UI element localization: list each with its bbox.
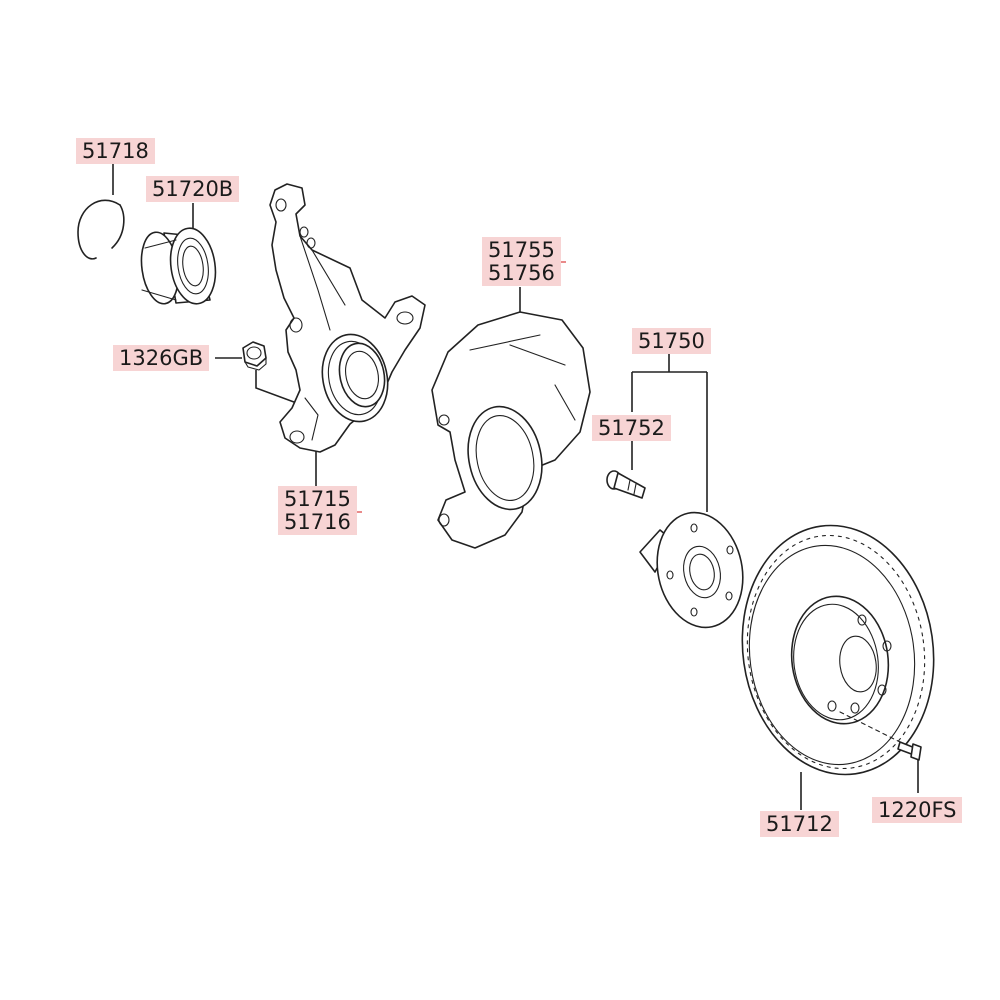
nut-part bbox=[242, 341, 267, 371]
wheel-hub-part bbox=[639, 511, 744, 629]
part-label-51715[interactable]: 51715 bbox=[278, 486, 357, 512]
part-label-51720b[interactable]: 51720B bbox=[146, 176, 240, 202]
part-label-51712[interactable]: 51712 bbox=[760, 811, 839, 837]
part-label-51756[interactable]: 51756 bbox=[482, 260, 561, 286]
dust-cover-part bbox=[431, 311, 591, 549]
part-label-1220fs[interactable]: 1220FS bbox=[872, 797, 963, 823]
disc-screw-part bbox=[897, 741, 922, 761]
hub-bolt-part bbox=[606, 470, 646, 499]
leader-lines bbox=[112, 163, 919, 810]
snap-ring-part bbox=[77, 199, 125, 260]
part-label-51752[interactable]: 51752 bbox=[592, 415, 671, 441]
wheel-bearing-part bbox=[140, 227, 217, 305]
part-label-51750[interactable]: 51750 bbox=[632, 328, 711, 354]
part-label-51718[interactable]: 51718 bbox=[76, 138, 155, 164]
steering-knuckle-part bbox=[269, 183, 426, 453]
part-label-1326gb[interactable]: 1326GB bbox=[113, 345, 210, 371]
part-label-51755[interactable]: 51755 bbox=[482, 237, 561, 263]
part-label-51716[interactable]: 51716 bbox=[278, 509, 357, 535]
brake-disc-part bbox=[741, 524, 935, 776]
